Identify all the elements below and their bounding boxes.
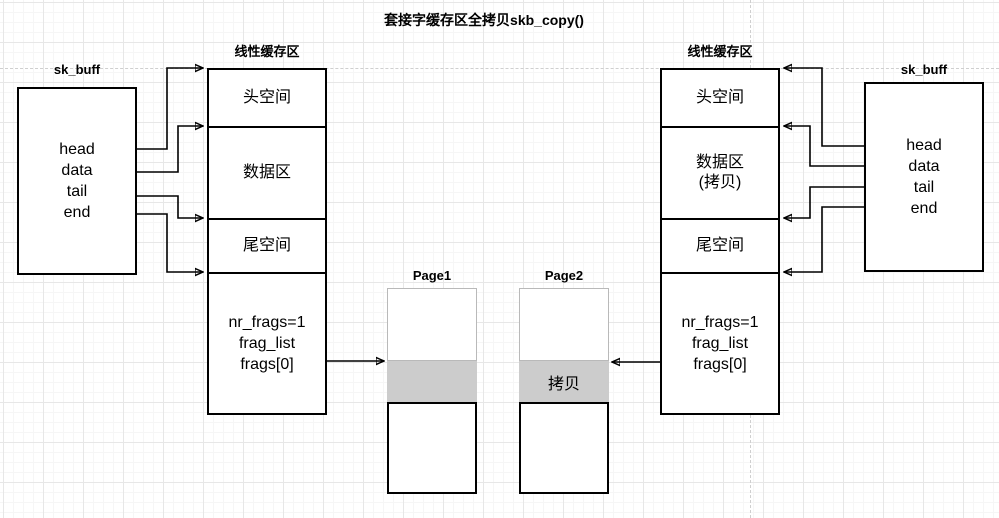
page1-copy-band — [387, 361, 477, 402]
diagram-title: 套接字缓存区全拷贝skb_copy() — [384, 12, 584, 28]
right-skbuff-field-head: head — [906, 137, 942, 154]
right-linear-label: 线性缓存区 — [687, 44, 753, 59]
connector-left-data-to-dataarea — [137, 126, 203, 173]
left-frag-nr-frags: nr_frags=1 — [228, 314, 306, 331]
right-skbuff-fields: head data tail end — [866, 84, 982, 270]
right-linear-frags: nr_frags=1 frag_list frags[0] — [662, 272, 778, 413]
right-skbuff-field-end: end — [910, 200, 938, 217]
page-boundary-horizontal — [0, 68, 999, 69]
left-skbuff-field-tail: tail — [66, 183, 88, 200]
page2-label: Page2 — [544, 268, 584, 283]
page1-label: Page1 — [412, 268, 452, 283]
right-linear-head-space: 头空间 — [695, 89, 744, 106]
page1-top-area — [387, 288, 477, 361]
page2-copy-band: 拷贝 — [519, 361, 609, 402]
connector-left-head-to-headspace — [137, 68, 203, 150]
page2-top-area — [519, 288, 609, 361]
right-linear-box: 头空间 数据区 (拷贝) 尾空间 nr_frags=1 frag_list fr… — [660, 68, 780, 415]
left-linear-label: 线性缓存区 — [234, 44, 300, 59]
connector-right-tail-to-tailspace — [784, 186, 864, 218]
left-skbuff-box: head data tail end — [17, 87, 137, 275]
right-linear-data-area: 数据区 (拷贝) — [662, 126, 778, 218]
connector-right-head-to-headspace — [784, 68, 864, 147]
right-linear-tail-space: 尾空间 — [662, 218, 778, 272]
left-skbuff-fields: head data tail end — [19, 89, 135, 273]
left-skbuff-field-data: data — [61, 162, 93, 179]
left-skbuff-field-end: end — [63, 204, 91, 221]
right-frag-frag-list: frag_list — [691, 335, 749, 352]
left-frag-frags0: frags[0] — [240, 356, 294, 373]
left-linear-data-area: 数据区 — [209, 126, 325, 218]
right-frag-nr-frags: nr_frags=1 — [681, 314, 759, 331]
right-skbuff-box: head data tail end — [864, 82, 984, 272]
left-frag-frag-list: frag_list — [238, 335, 296, 352]
page1-bottom-area — [387, 402, 477, 494]
connector-right-end-to-frags — [784, 206, 864, 272]
left-linear-frags: nr_frags=1 frag_list frags[0] — [209, 272, 325, 413]
right-skbuff-label: sk_buff — [900, 62, 948, 77]
right-skbuff-field-data: data — [908, 158, 940, 175]
left-skbuff-field-head: head — [59, 141, 95, 158]
connector-left-end-to-frags — [137, 213, 203, 272]
connector-right-data-to-dataarea — [784, 126, 864, 167]
left-linear-head-space: 头空间 — [242, 89, 291, 106]
right-skbuff-field-tail: tail — [913, 179, 935, 196]
left-skbuff-label: sk_buff — [53, 62, 101, 77]
right-frag-frags0: frags[0] — [693, 356, 747, 373]
connector-left-tail-to-tailspace — [137, 195, 203, 218]
page2-bottom-area — [519, 402, 609, 494]
left-linear-box: 头空间 数据区 尾空间 nr_frags=1 frag_list frags[0… — [207, 68, 327, 415]
left-linear-tail-space: 尾空间 — [209, 218, 325, 272]
